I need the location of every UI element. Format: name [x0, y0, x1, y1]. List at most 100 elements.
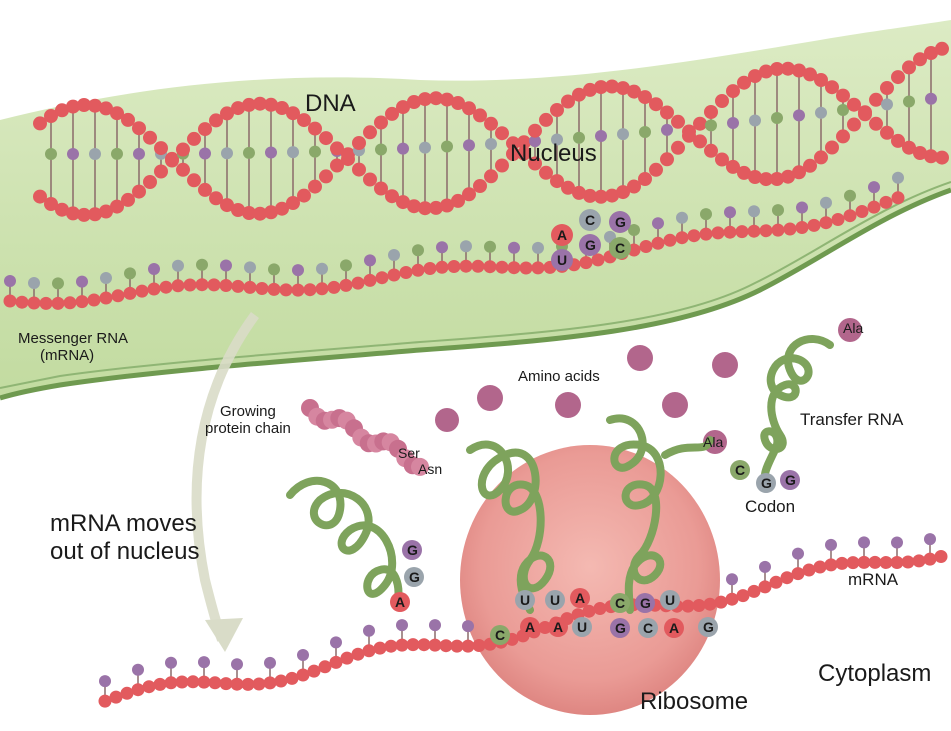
dna-backbone-bead	[308, 180, 322, 194]
transfer-rna-label: Transfer RNA	[800, 410, 903, 430]
mrna-backbone-bead	[924, 553, 937, 566]
mrna-backbone-bead	[688, 229, 701, 242]
dna-backbone-bead	[693, 134, 707, 148]
mrna-backbone-bead	[460, 260, 473, 273]
mrna-base	[924, 533, 936, 545]
dna-base	[727, 117, 739, 129]
export-arrow-head	[205, 618, 243, 652]
dna-backbone-bead	[693, 117, 707, 131]
dna-base	[749, 115, 761, 127]
dna-backbone-bead	[803, 159, 817, 173]
mrna-base	[244, 261, 256, 273]
messenger-rna-label-line1: Messenger RNA	[18, 330, 128, 347]
mrna-backbone-bead	[352, 648, 365, 661]
mrna-backbone-bead	[825, 558, 838, 571]
dna-base	[243, 147, 255, 159]
mrna-base	[412, 244, 424, 256]
mrna-backbone-bead	[424, 262, 437, 275]
mrna-base	[792, 548, 804, 560]
mrna-backbone-bead	[880, 196, 893, 209]
mrna-base	[388, 249, 400, 261]
mrna-base	[796, 202, 808, 214]
mrna-backbone-bead	[448, 260, 461, 273]
mrna-backbone-bead	[814, 561, 827, 574]
dna-backbone-bead	[484, 117, 498, 131]
nucleus-pair-2-top: C	[585, 212, 595, 228]
mrna-backbone-bead	[496, 261, 509, 274]
mrna-base	[4, 275, 16, 287]
amino-acid-ser: Ser	[398, 445, 420, 461]
amino-acid-asn: Asn	[418, 461, 442, 477]
mrna-base	[198, 656, 210, 668]
anticodon-2-base-3: U	[665, 592, 675, 608]
dna-backbone-bead	[814, 150, 828, 164]
dna-base	[89, 148, 101, 160]
mrna-base	[892, 172, 904, 184]
mrna-backbone-bead	[328, 281, 341, 294]
dna-backbone-bead	[671, 141, 685, 155]
dna-backbone-bead	[132, 121, 146, 135]
mrna-base	[100, 272, 112, 284]
mrna-label: mRNA	[848, 570, 898, 590]
mrna-backbone-bead	[172, 279, 185, 292]
mrna-base	[52, 277, 64, 289]
mrna-codon-base-2: A	[525, 619, 535, 635]
mrna-backbone-bead	[693, 599, 706, 612]
dna-base	[199, 148, 211, 160]
mrna-backbone-bead	[704, 598, 717, 611]
dna-backbone-bead	[473, 179, 487, 193]
mrna-base	[429, 619, 441, 631]
dna-base	[375, 144, 387, 156]
anticodon-1-base-2: U	[550, 592, 560, 608]
mrna-base	[748, 205, 760, 217]
dna-backbone-bead	[825, 80, 839, 94]
mrna-backbone-bead	[676, 231, 689, 244]
mrna-backbone-bead	[136, 285, 149, 298]
mrna-base	[844, 190, 856, 202]
dna-backbone-bead	[858, 107, 872, 121]
mrna-backbone-bead	[388, 269, 401, 282]
mrna-backbone-bead	[808, 219, 821, 232]
dna-backbone-bead	[374, 116, 388, 130]
mrna-backbone-bead	[28, 297, 41, 310]
mrna-backbone-bead	[76, 295, 89, 308]
amino-acid-bead	[712, 352, 738, 378]
mrna-backbone-bead	[868, 201, 881, 214]
mrna-base	[268, 263, 280, 275]
mrna-backbone-bead	[232, 280, 245, 293]
mrna-moves-label-line2: out of nucleus	[50, 538, 199, 566]
mrna-backbone-bead	[4, 295, 17, 308]
dna-label: DNA	[305, 90, 356, 118]
mrna-backbone-bead	[364, 274, 377, 287]
growing-protein-chain	[301, 399, 429, 476]
mrna-backbone-bead	[594, 602, 607, 615]
dna-base	[111, 148, 123, 160]
dna-backbone-bead	[484, 169, 498, 183]
dna-base	[419, 142, 431, 154]
dna-base	[463, 139, 475, 151]
mrna-backbone-bead	[484, 260, 497, 273]
dna-backbone-bead	[880, 81, 894, 95]
dna-base	[793, 109, 805, 121]
mrna-base	[724, 206, 736, 218]
mrna-backbone-bead	[796, 221, 809, 234]
dna-backbone-bead	[704, 144, 718, 158]
mrna-backbone-bead	[935, 550, 948, 563]
dna-backbone-bead	[495, 126, 509, 140]
mrna-backbone-bead	[473, 639, 486, 652]
dna-backbone-bead	[176, 143, 190, 157]
dna-backbone-bead	[352, 136, 366, 150]
amino-acid-bead	[555, 392, 581, 418]
mrna-backbone-bead	[256, 282, 269, 295]
mrna-backbone-bead	[736, 225, 749, 238]
mrna-base	[484, 241, 496, 253]
anticodon-1-base-3: A	[575, 590, 585, 606]
mrna-backbone-bead	[700, 228, 713, 241]
mrna-backbone-bead	[143, 680, 156, 693]
mrna-base	[28, 277, 40, 289]
mrna-base	[124, 267, 136, 279]
dna-base	[595, 130, 607, 142]
left-trna-base-3: A	[395, 594, 405, 610]
mrna-base	[297, 649, 309, 661]
mrna-backbone-bead	[748, 225, 761, 238]
